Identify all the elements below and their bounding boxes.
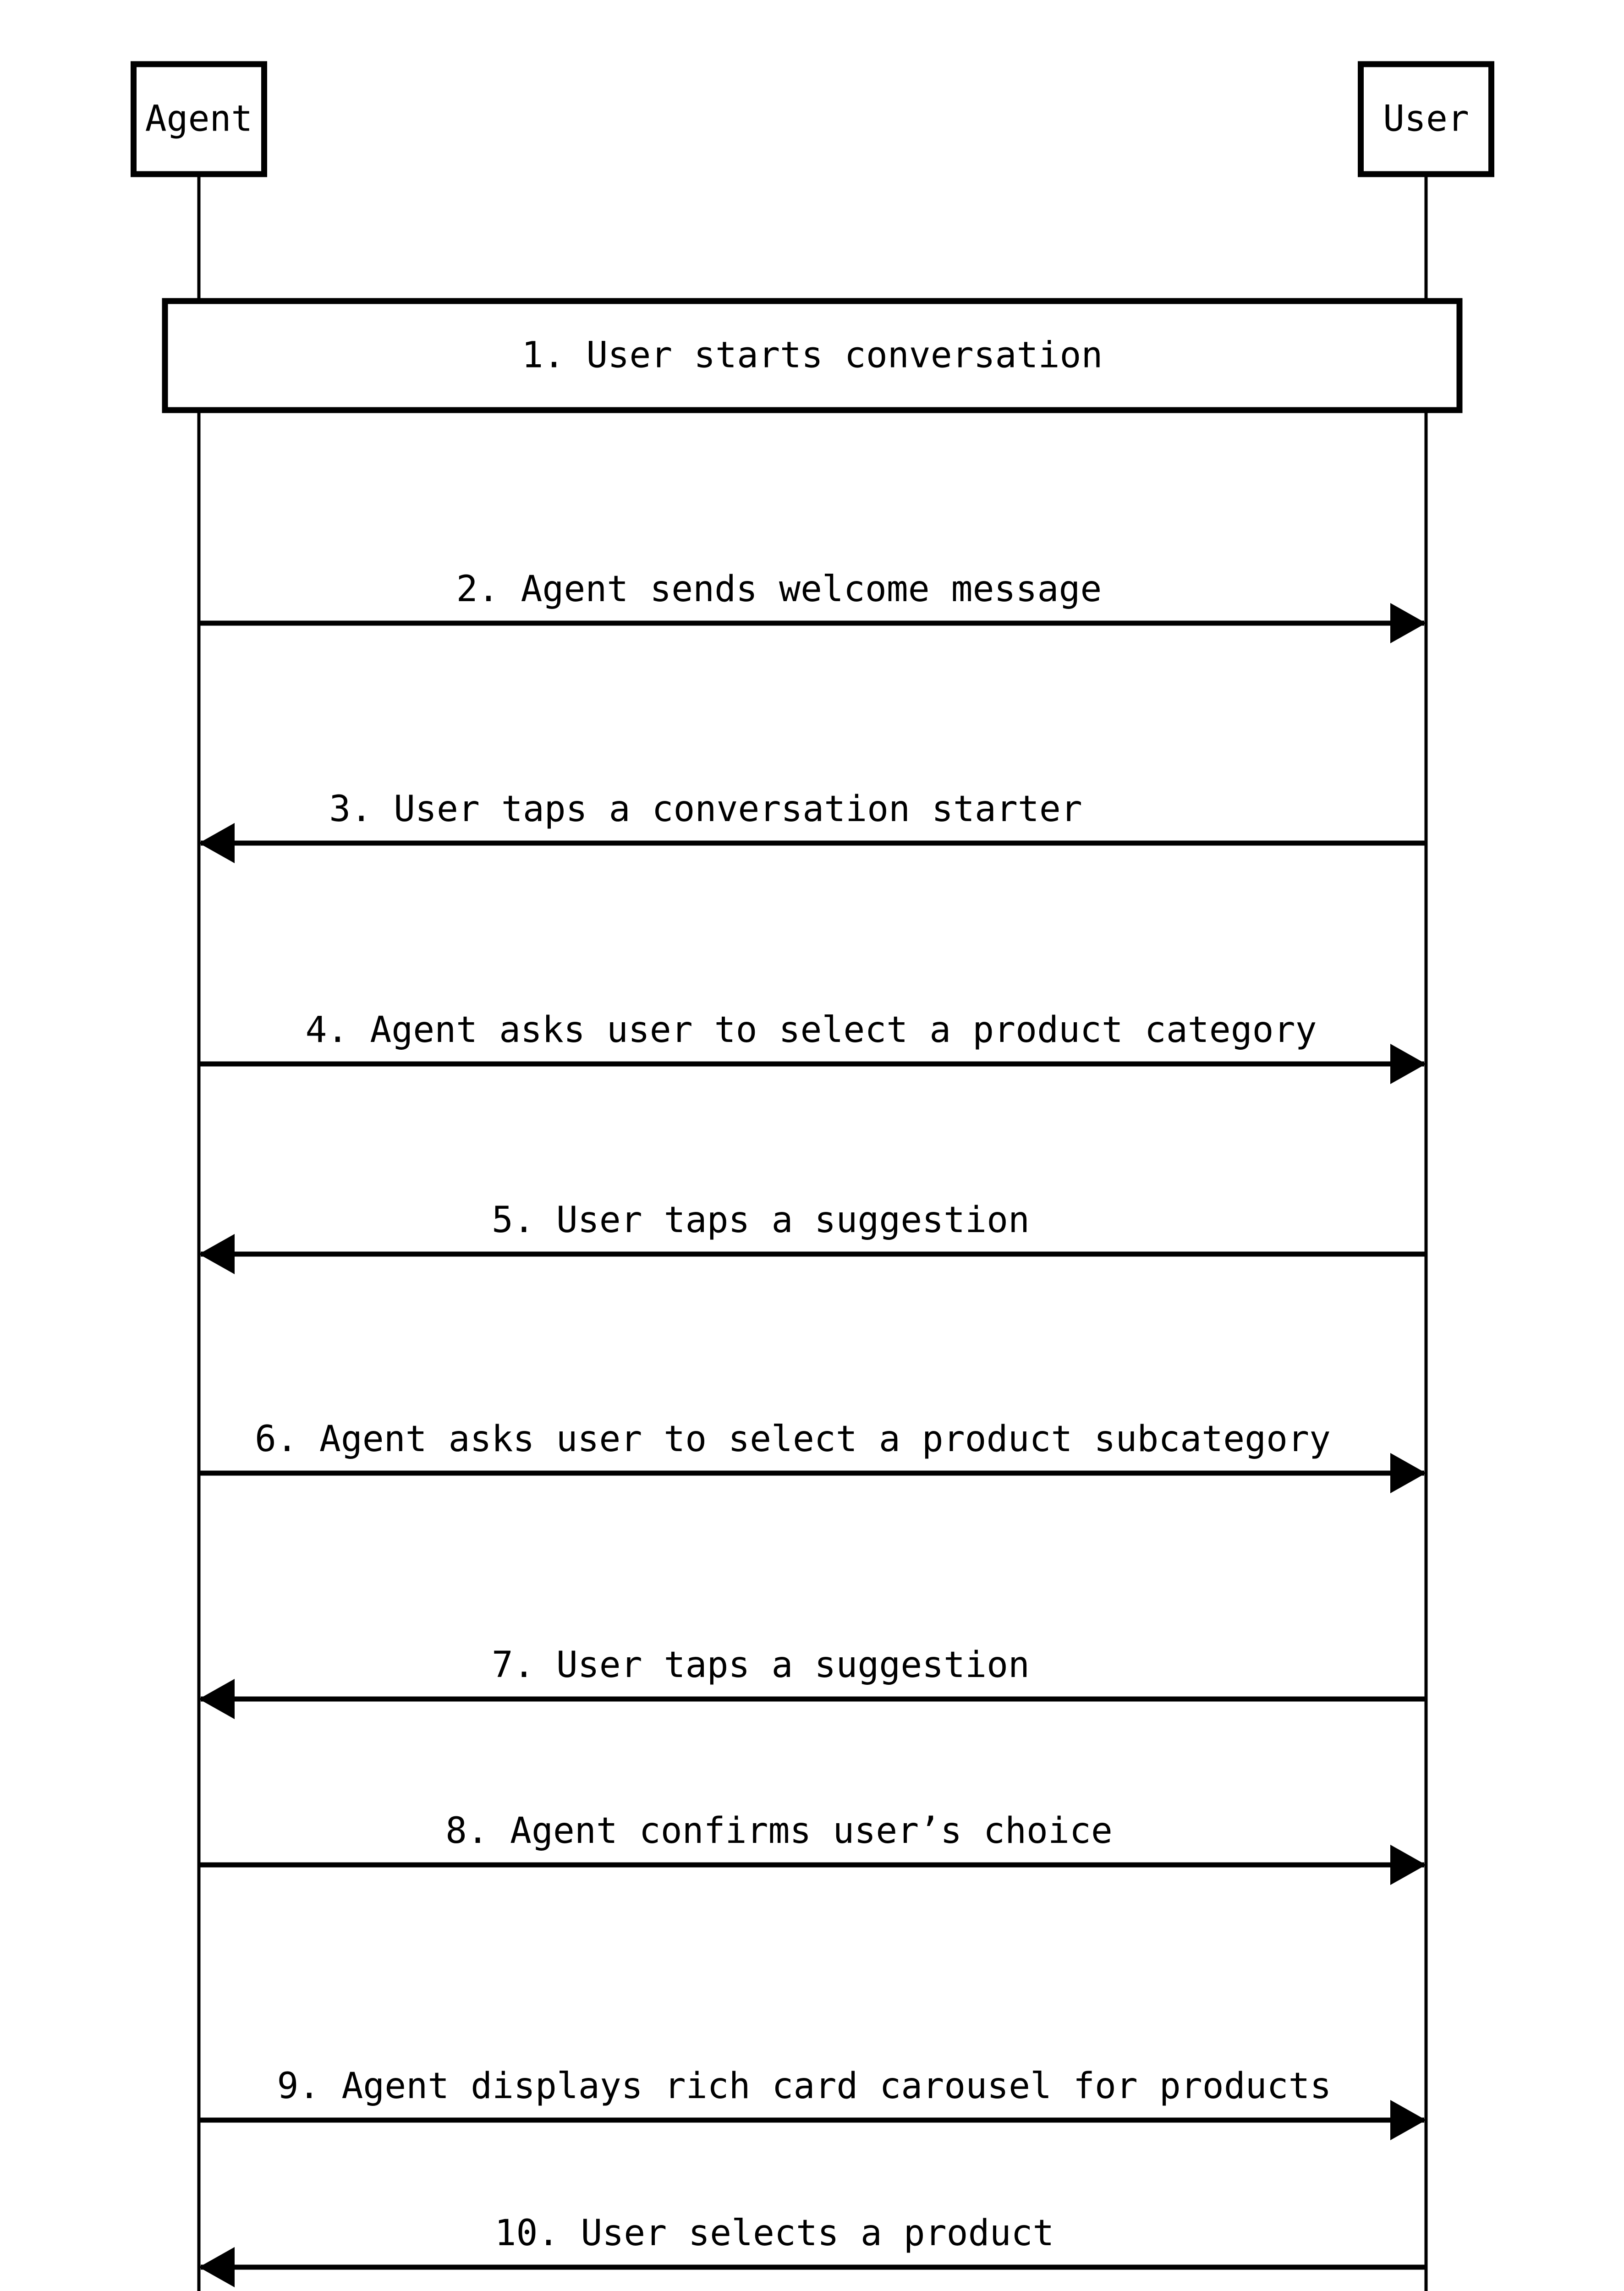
message-label-9: 9. Agent displays rich card carousel for… [277,2066,1331,2107]
actor-box-user-top[interactable] [1358,61,1494,177]
message-6[interactable]: 6. Agent asks user to select a product s… [199,1419,1426,1493]
message-label-10: 10. User selects a product [495,2213,1054,2254]
arrow-head-3-left [199,823,235,863]
message-9[interactable]: 9. Agent displays rich card carousel for… [199,2066,1426,2140]
arrow-head-9-right [1390,2100,1426,2140]
note-box [162,298,1463,413]
message-label-2: 2. Agent sends welcome message [456,569,1102,610]
message-7[interactable]: 7. User taps a suggestion [199,1644,1426,1719]
message-label-7: 7. User taps a suggestion [492,1644,1030,1686]
arrow-head-8-right [1390,1845,1426,1885]
message-label-3: 3. User taps a conversation starter [329,789,1082,830]
arrow-head-5-left [199,1234,235,1274]
note-step-1: 1. User starts conversation [162,298,1463,413]
lifelines-group [197,174,1428,2291]
message-2[interactable]: 2. Agent sends welcome message [199,569,1426,643]
actors-top-group: Agent User [131,61,1494,177]
message-5[interactable]: 5. User taps a suggestion [199,1200,1426,1274]
message-3[interactable]: 3. User taps a conversation starter [199,789,1426,863]
actor-label-agent-top: Agent [145,98,253,139]
message-label-6: 6. Agent asks user to select a product s… [255,1419,1331,1460]
actor-box-agent-top[interactable] [131,61,267,177]
arrow-head-7-left [199,1679,235,1719]
message-10[interactable]: 10. User selects a product [199,2213,1426,2287]
actor-label-user-top: User [1383,98,1469,139]
arrow-head-2-right [1390,603,1426,643]
message-4[interactable]: 4. Agent asks user to select a product c… [199,1009,1426,1084]
arrow-head-4-right [1390,1044,1426,1084]
arrow-head-6-right [1390,1453,1426,1493]
messages-group: 2. Agent sends welcome message 3. User ta… [199,569,1426,2287]
arrow-head-10-left [199,2247,235,2287]
note-text: 1. User starts conversation [522,334,1103,376]
message-label-5: 5. User taps a suggestion [492,1200,1030,1241]
message-label-4: 4. Agent asks user to select a product c… [305,1009,1317,1051]
message-8[interactable]: 8. Agent confirms user’s choice [199,1810,1426,1885]
message-label-8: 8. Agent confirms user’s choice [445,1810,1113,1852]
